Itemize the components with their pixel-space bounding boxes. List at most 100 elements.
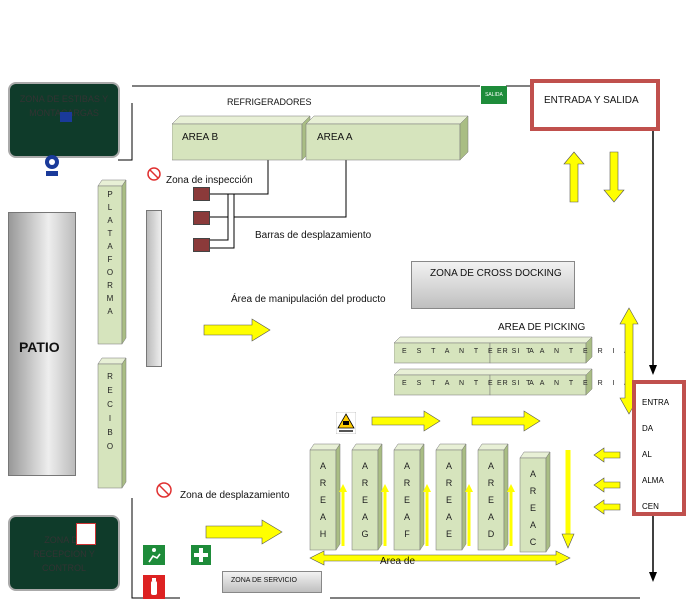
vertical-letter: A [319,461,326,471]
vertical-letter: R [319,478,327,488]
patio-zone: PATIO [8,212,76,476]
entrance-arrows [563,151,625,203]
vertical-letter: E [319,495,326,505]
vertical-letter: F [107,255,113,264]
area-column [435,449,463,551]
no-entry-icon [156,482,172,498]
area-column [519,457,547,553]
vertical-letter: ENTRA [642,398,670,407]
vertical-letter: M [106,294,114,303]
vertical-letter: A [487,512,494,522]
arrow-icon [371,410,441,432]
area-column-side [335,443,341,551]
area-manipulacion-label: Área de manipulación del producto [231,294,386,305]
vertical-letter: A [107,307,113,316]
area-column-side [503,443,509,551]
vertical-letter: A [529,520,536,530]
arrow-icon [381,484,389,492]
vertical-letter: R [403,478,411,488]
area-column-top [393,443,425,451]
no-entry-icon [147,167,161,181]
zona-servicio-label: ZONA DE SERVICIO [231,577,297,584]
arrow-icon [309,550,571,566]
zona-inspeccion-label: Zona de inspección [166,175,253,186]
estanteria-boxes [394,336,593,396]
arrow-icon [619,307,639,415]
area-picking-label: AREA DE PICKING [498,322,586,333]
area-column-side [545,451,551,553]
vertical-letter: E [487,495,494,505]
cross-docking-label: ZONA DE CROSS DOCKING [430,268,562,279]
vertical-letter: ALMA [642,476,664,485]
vertical-letter: A [487,461,494,471]
vertical-letter: H [319,529,327,539]
vertical-letter: A [361,461,368,471]
fire-extinguisher-icon [143,575,165,599]
zona-estibas: ZONA DE ESTIBAS Y MONTACARGAS [8,82,120,158]
area-column-top [351,443,383,451]
estanteria-label: E S T A N T E R I A [497,348,633,355]
area-column-side [419,443,425,551]
arrow-icon [423,484,431,492]
vertical-letter: R [487,478,495,488]
vertical-letter: A [445,512,452,522]
arrow-icon [561,450,575,549]
vertical-letter: A [403,512,410,522]
zona-recepcion-label: ZONA DE RECEPCION Y CONTROL [33,535,95,573]
vertical-letter: P [107,190,113,199]
area-column-side [377,443,383,551]
entrada-salida-box: ENTRADA Y SALIDA [530,79,660,131]
area-column-top [519,451,551,459]
vertical-letter: A [107,216,113,225]
inspection-block [193,187,210,201]
vertical-letter: A [107,242,113,251]
vertical-letter: I [108,414,112,423]
first-aid-icon [191,545,211,565]
area-column-top [435,443,467,451]
area-column [351,449,379,551]
fire-alarm-icon [76,523,96,545]
vertical-letter: F [404,529,410,539]
vertical-letter: D [487,529,495,539]
arrow-icon [203,318,271,342]
vertical-letter: AL [642,450,652,459]
salida-sign-label: SALIDA [485,92,503,98]
zona-recepcion: ZONA DE RECEPCION Y CONTROL [8,515,120,591]
zona-estibas-icon [60,112,72,122]
patio-label: PATIO [19,339,60,355]
vertical-letter: R [107,281,113,290]
grey-vertical-bar [146,210,162,367]
arrow-icon [339,484,347,492]
vertical-letter: A [403,461,410,471]
vertical-letter: G [361,529,369,539]
vertical-letter: A [319,512,326,522]
estanteria-label: E S T A N T E R I A [402,348,538,355]
area-b-label: AREA B [182,132,219,143]
entrada-salida-label: ENTRADA Y SALIDA [544,95,639,106]
vertical-letter: A [445,461,452,471]
vertical-letter: CEN [642,502,659,511]
vertical-letter: R [529,486,537,496]
refrigeradores-label: REFRIGERADORES [227,97,312,107]
area-column-top [309,443,341,451]
arrow-icon [205,519,283,545]
arrow-icon [593,447,621,463]
arrow-icon [593,499,621,515]
vertical-letter: T [107,229,113,238]
arrow-icon [471,410,541,432]
recibo-box [97,357,127,489]
vertical-letter: O [106,442,114,451]
estanteria-label: E S T A N T E R I A [497,380,633,387]
arrow-icon [603,151,625,203]
vertical-letter: A [529,469,536,479]
vertical-letter: A [361,512,368,522]
